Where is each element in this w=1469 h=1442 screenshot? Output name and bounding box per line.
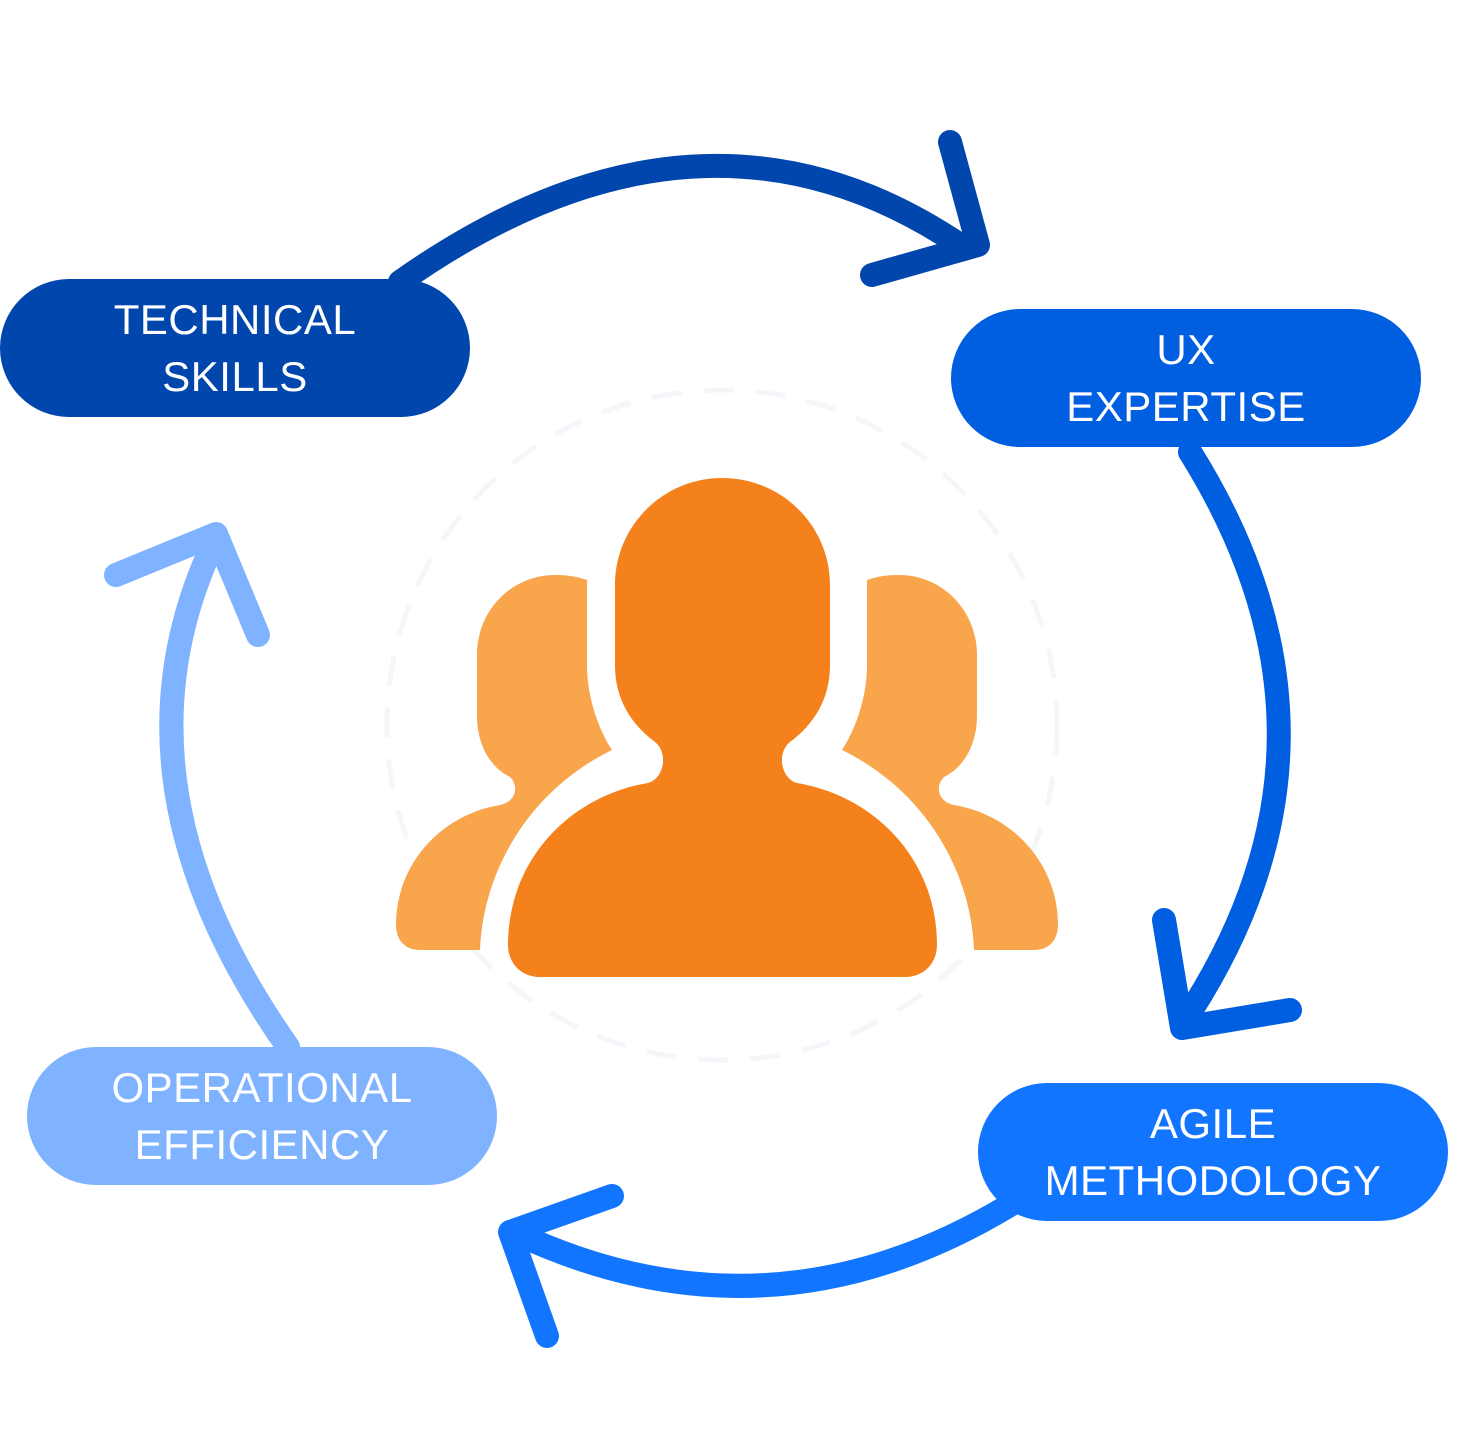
node-label-line1: UX (1156, 326, 1216, 373)
arrow-ux-to-agile (1152, 440, 1302, 1040)
person-left-icon (396, 575, 612, 950)
node-label-line2: EXPERTISE (1066, 383, 1306, 430)
team-users-icon (396, 478, 1058, 977)
dashed-ring (384, 387, 1060, 1063)
arrow-operational-to-technical (104, 522, 300, 1059)
arrow-agile-to-operational (498, 1184, 1022, 1348)
node-label-line1: AGILE (1149, 1100, 1277, 1147)
node-label-line2: METHODOLOGY (1044, 1157, 1382, 1204)
node-ux-expertise: UX EXPERTISE (951, 309, 1421, 447)
node-agile-methodology: AGILE METHODOLOGY (978, 1083, 1448, 1221)
node-technical-skills: TECHNICAL SKILLS (0, 279, 470, 417)
node-operational-efficiency: OPERATIONAL EFFICIENCY (27, 1047, 497, 1185)
node-label-line2: SKILLS (162, 353, 308, 400)
arrow-technical-to-ux (388, 130, 990, 294)
node-label-line1: OPERATIONAL (111, 1064, 413, 1111)
person-right-icon (842, 575, 1058, 950)
node-label-line1: TECHNICAL (113, 296, 357, 343)
person-center-icon (508, 478, 937, 977)
node-label-line2: EFFICIENCY (134, 1121, 390, 1168)
